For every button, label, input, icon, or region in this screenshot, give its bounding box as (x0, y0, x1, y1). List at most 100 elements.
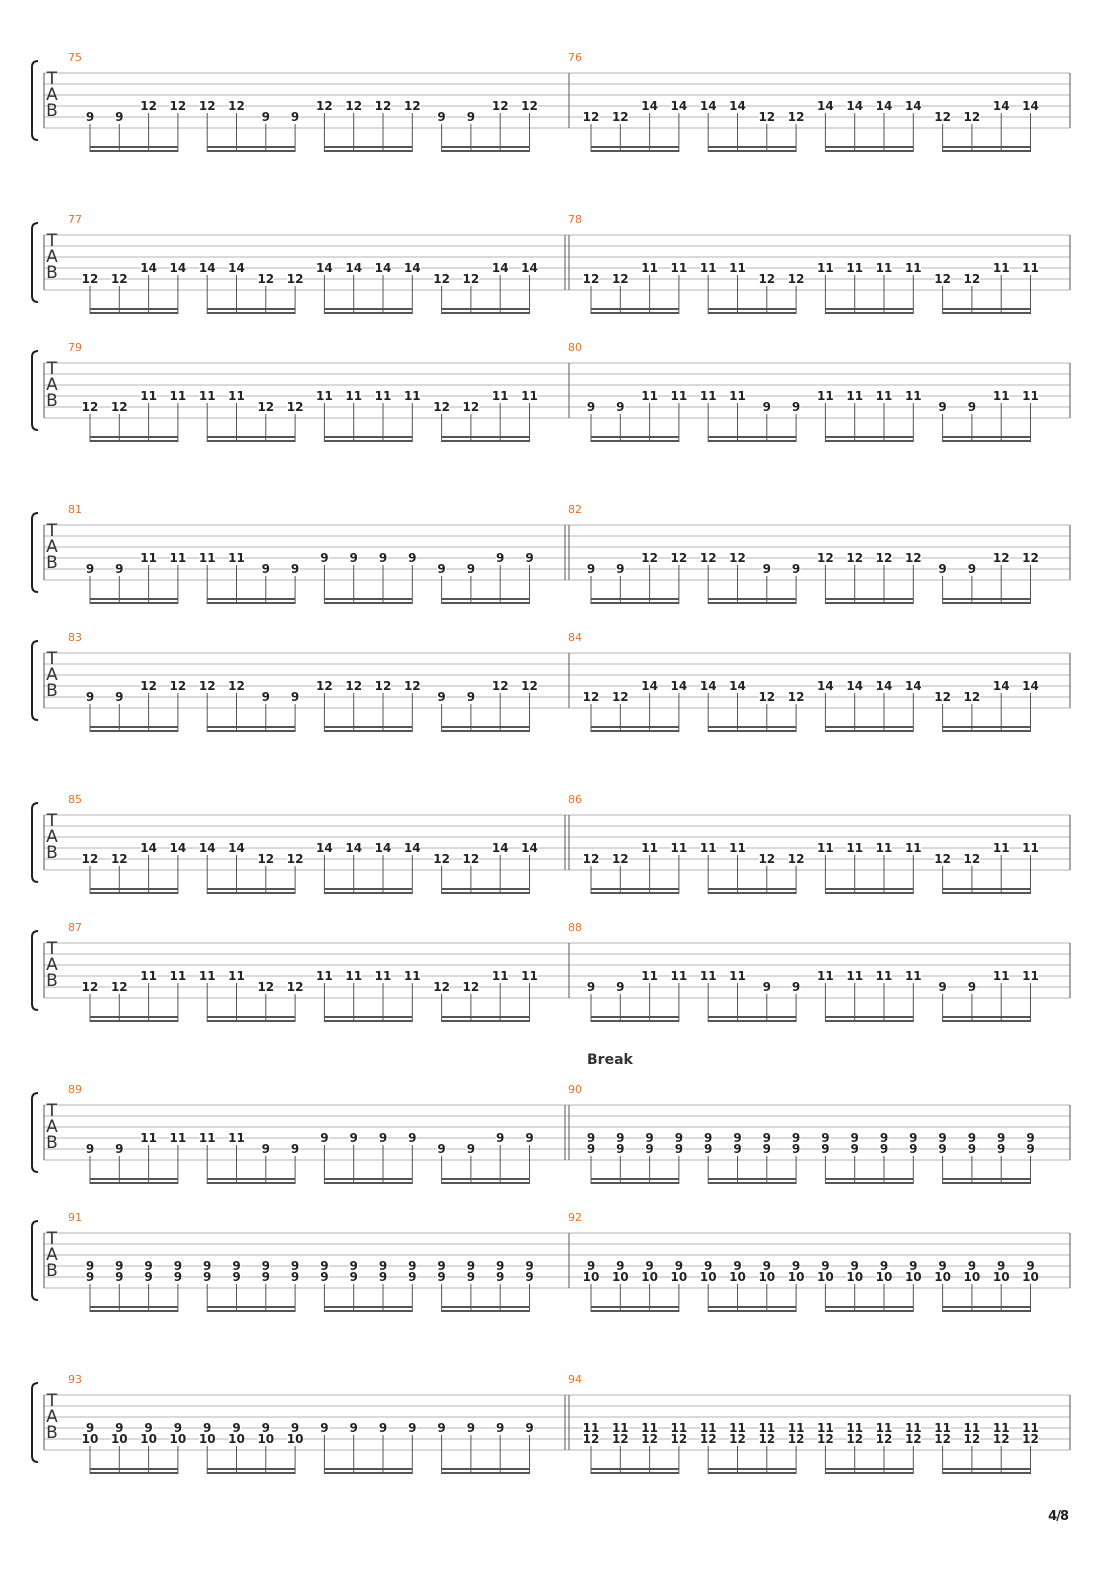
fret-number: 9 (880, 1131, 888, 1145)
note-knockout (404, 842, 421, 853)
fret-number: 12 (729, 1432, 746, 1446)
note-knockout (437, 111, 447, 122)
tab-clef-letter: T (46, 69, 58, 89)
fret-number: 9 (262, 1421, 270, 1435)
note-knockout (612, 853, 629, 864)
fret-number: 11 (199, 389, 216, 403)
fret-number: 12 (671, 551, 688, 565)
fret-number: 10 (817, 1270, 834, 1284)
fret-number: 12 (257, 980, 274, 994)
fret-number: 9 (86, 1259, 94, 1273)
fret-number: 12 (583, 1432, 600, 1446)
fret-number: 10 (876, 1270, 893, 1284)
fret-number: 9 (262, 110, 270, 124)
fret-number: 11 (140, 969, 157, 983)
fret-number: 9 (291, 1259, 299, 1273)
note-knockout (615, 563, 625, 574)
fret-number: 9 (938, 562, 946, 576)
note-knockout (378, 1422, 388, 1433)
fret-number: 9 (115, 1142, 123, 1156)
fret-number: 14 (846, 679, 863, 693)
note-knockout (202, 1260, 212, 1271)
fret-number: 9 (587, 1259, 595, 1273)
system-bracket (31, 350, 39, 431)
tab-clef-letter: T (46, 1229, 58, 1249)
fret-number: 12 (492, 99, 509, 113)
fret-number: 10 (82, 1432, 99, 1446)
note-knockout (85, 563, 95, 574)
note-knockout (261, 111, 271, 122)
note-knockout (287, 401, 304, 412)
fret-number: 12 (758, 272, 775, 286)
note-knockout (876, 1271, 892, 1282)
fret-number: 12 (257, 400, 274, 414)
note-knockout (586, 981, 596, 992)
fret-number: 9 (821, 1142, 829, 1156)
note-knockout (963, 1422, 980, 1433)
note-knockout (846, 100, 863, 111)
note-knockout (586, 1132, 596, 1143)
note-knockout (670, 680, 687, 691)
fret-number: 11 (700, 1421, 717, 1435)
note-knockout (993, 1422, 1010, 1433)
note-knockout (521, 262, 538, 273)
fret-number: 9 (437, 1142, 445, 1156)
fret-number: 11 (846, 841, 863, 855)
note-knockout (85, 1422, 95, 1433)
note-knockout (257, 273, 274, 284)
fret-number: 11 (671, 969, 688, 983)
note-knockout (615, 401, 625, 412)
note-knockout (791, 1260, 801, 1271)
note-knockout (525, 1132, 534, 1143)
fret-number: 9 (262, 1142, 270, 1156)
fret-number: 9 (379, 1131, 387, 1145)
note-knockout (345, 390, 362, 401)
note-knockout (85, 1260, 95, 1271)
fret-number: 12 (788, 690, 805, 704)
note-knockout (345, 100, 362, 111)
note-knockout (462, 273, 479, 284)
note-knockout (257, 853, 274, 864)
fret-number: 9 (704, 1131, 712, 1145)
fret-number: 10 (228, 1432, 245, 1446)
note-knockout (817, 100, 834, 111)
note-knockout (316, 262, 333, 273)
fret-number: 9 (437, 562, 445, 576)
fret-number: 9 (1026, 1131, 1034, 1145)
fret-number: 9 (792, 1142, 800, 1156)
fret-number: 11 (199, 551, 216, 565)
note-knockout (583, 111, 599, 122)
fret-number: 12 (375, 679, 392, 693)
fret-number: 12 (641, 551, 658, 565)
fret-number: 9 (763, 562, 771, 576)
fret-number: 9 (587, 1142, 595, 1156)
note-knockout (228, 390, 245, 401)
note-knockout (525, 552, 534, 563)
note-knockout (228, 680, 245, 691)
fret-number: 11 (846, 261, 863, 275)
note-knockout (876, 680, 892, 691)
note-knockout (82, 273, 98, 284)
note-knockout (876, 1422, 892, 1433)
note-knockout (169, 1433, 186, 1444)
fret-number: 9 (86, 1142, 94, 1156)
note-knockout (521, 970, 538, 981)
note-knockout (1026, 1143, 1035, 1154)
note-knockout (934, 273, 951, 284)
fret-number: 9 (320, 1131, 328, 1145)
note-knockout (670, 100, 687, 111)
note-knockout (466, 1271, 476, 1282)
note-knockout (495, 1132, 505, 1143)
fret-number: 9 (437, 1270, 445, 1284)
fret-number: 14 (170, 841, 187, 855)
tab-clef-letter: B (46, 391, 58, 411)
fret-number: 9 (408, 1421, 416, 1435)
note-knockout (700, 100, 717, 111)
fret-number: 12 (492, 679, 509, 693)
note-knockout (963, 273, 980, 284)
note-knockout (349, 552, 359, 563)
fret-number: 9 (262, 562, 270, 576)
fret-number: 11 (228, 389, 245, 403)
note-knockout (729, 970, 746, 981)
